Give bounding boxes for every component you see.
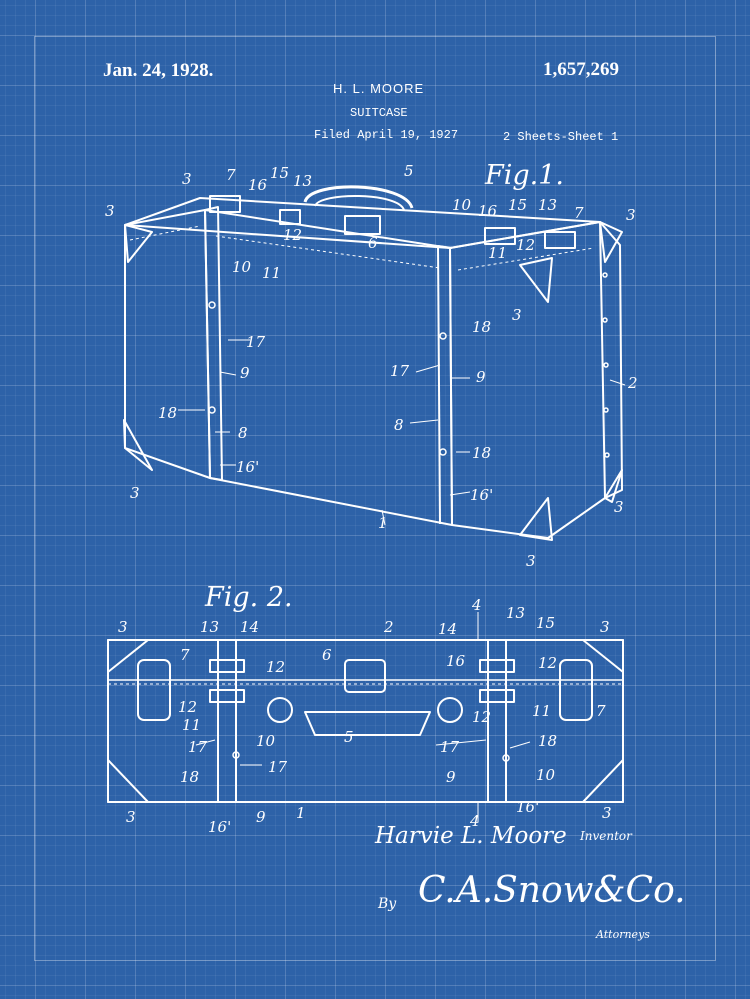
svg-text:3: 3 xyxy=(118,618,128,636)
svg-text:2: 2 xyxy=(383,618,394,636)
svg-text:4: 4 xyxy=(471,596,482,614)
svg-text:5: 5 xyxy=(404,162,414,180)
svg-text:18: 18 xyxy=(180,768,199,786)
svg-text:17: 17 xyxy=(246,333,266,351)
svg-text:3: 3 xyxy=(182,170,192,188)
svg-text:18: 18 xyxy=(472,444,491,462)
svg-text:12: 12 xyxy=(266,658,285,676)
svg-text:3: 3 xyxy=(526,552,536,570)
svg-text:16': 16' xyxy=(470,486,493,504)
svg-text:17: 17 xyxy=(440,738,460,756)
figure-2-label: Fig. 2. xyxy=(205,582,293,613)
svg-text:14: 14 xyxy=(240,618,259,636)
svg-text:3: 3 xyxy=(126,808,136,826)
svg-text:11: 11 xyxy=(488,244,507,262)
svg-text:11: 11 xyxy=(262,264,281,282)
svg-text:7: 7 xyxy=(574,204,584,222)
svg-text:10: 10 xyxy=(256,732,276,750)
svg-text:6: 6 xyxy=(322,646,332,664)
attorney-signature: C.A.Snow&Co. xyxy=(418,870,686,911)
svg-text:12: 12 xyxy=(538,654,557,672)
svg-text:5: 5 xyxy=(344,728,354,746)
svg-text:12: 12 xyxy=(178,698,197,716)
svg-text:12: 12 xyxy=(516,236,535,254)
svg-text:15: 15 xyxy=(536,614,555,632)
patent-title: SUITCASE xyxy=(350,106,408,120)
svg-text:18: 18 xyxy=(472,318,491,336)
svg-text:2: 2 xyxy=(627,374,638,392)
svg-text:10: 10 xyxy=(232,258,252,276)
svg-text:3: 3 xyxy=(602,804,612,822)
svg-text:9: 9 xyxy=(446,768,456,786)
inventor-role: Inventor xyxy=(580,829,632,843)
svg-text:16: 16 xyxy=(446,652,466,670)
svg-text:8: 8 xyxy=(394,416,404,434)
svg-text:18: 18 xyxy=(158,404,177,422)
svg-text:3: 3 xyxy=(512,306,522,324)
svg-text:13: 13 xyxy=(506,604,525,622)
svg-text:16': 16' xyxy=(236,458,259,476)
svg-text:1: 1 xyxy=(296,804,306,822)
svg-text:12: 12 xyxy=(472,708,491,726)
svg-text:3: 3 xyxy=(626,206,636,224)
patent-number: 1,657,269 xyxy=(543,59,619,80)
svg-text:16: 16 xyxy=(478,202,498,220)
svg-text:9: 9 xyxy=(256,808,266,826)
svg-text:7: 7 xyxy=(226,166,236,184)
svg-text:7: 7 xyxy=(180,646,190,664)
svg-text:13: 13 xyxy=(293,172,312,190)
svg-text:18: 18 xyxy=(538,732,557,750)
svg-text:11: 11 xyxy=(532,702,551,720)
svg-text:3: 3 xyxy=(105,202,115,220)
svg-text:10: 10 xyxy=(452,196,472,214)
svg-text:9: 9 xyxy=(240,364,250,382)
sheet-count: 2 Sheets-Sheet 1 xyxy=(503,130,619,144)
inventor-name-header: H. L. MOORE xyxy=(333,81,425,96)
svg-text:17: 17 xyxy=(268,758,288,776)
svg-text:1: 1 xyxy=(378,514,388,532)
svg-text:11: 11 xyxy=(182,716,201,734)
svg-text:13: 13 xyxy=(200,618,219,636)
svg-text:17: 17 xyxy=(390,362,410,380)
svg-text:8: 8 xyxy=(238,424,248,442)
svg-text:16': 16' xyxy=(208,818,231,836)
attorney-role: Attorneys xyxy=(596,928,650,941)
svg-text:14: 14 xyxy=(438,620,457,638)
svg-text:3: 3 xyxy=(130,484,140,502)
by-label: By xyxy=(378,896,397,912)
svg-text:3: 3 xyxy=(600,618,610,636)
svg-text:3: 3 xyxy=(614,498,624,516)
figure-1-label: Fig.1. xyxy=(485,160,564,191)
svg-text:15: 15 xyxy=(508,196,527,214)
svg-text:16: 16 xyxy=(248,176,268,194)
svg-text:16': 16' xyxy=(516,798,539,816)
filed-date: Filed April 19, 1927 xyxy=(314,128,459,142)
svg-text:6: 6 xyxy=(368,234,378,252)
svg-text:4: 4 xyxy=(469,812,480,830)
svg-text:12: 12 xyxy=(283,226,302,244)
svg-text:9: 9 xyxy=(476,368,486,386)
svg-text:15: 15 xyxy=(270,164,289,182)
svg-text:10: 10 xyxy=(536,766,556,784)
inventor-signature: Harvie L. Moore xyxy=(375,823,567,849)
drawing-frame xyxy=(34,36,716,961)
svg-text:17: 17 xyxy=(188,738,208,756)
svg-text:7: 7 xyxy=(596,702,606,720)
patent-date: Jan. 24, 1928. xyxy=(103,60,214,81)
svg-text:13: 13 xyxy=(538,196,557,214)
